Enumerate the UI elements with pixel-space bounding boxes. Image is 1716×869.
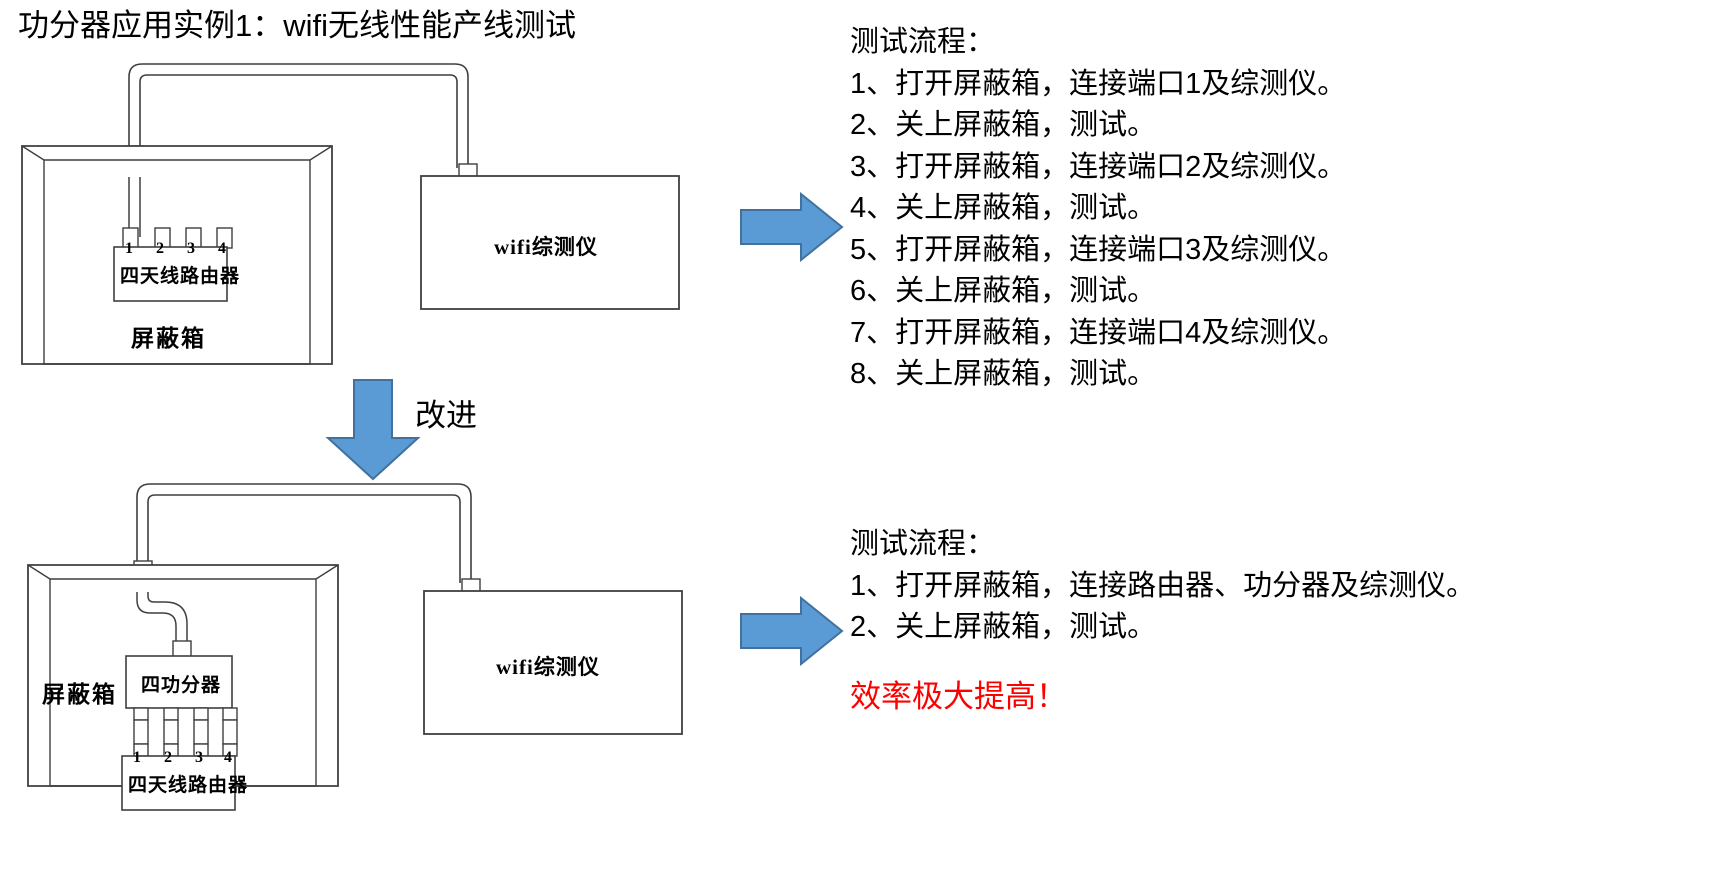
bottom-splitter-name: 四功分器 (141, 675, 222, 696)
improvement-label: 改进 (415, 398, 477, 433)
top-router-port-4: 4 (218, 240, 226, 257)
procedure-top-step-2: 2、关上屏蔽箱，测试。 (850, 109, 1157, 141)
procedure-top-heading: 测试流程： (850, 26, 996, 58)
procedure-top-step-6: 6、关上屏蔽箱，测试。 (850, 275, 1157, 307)
top-right-arrow (740, 192, 844, 262)
procedure-top-step-1: 1、打开屏蔽箱，连接端口1及综测仪。 (850, 67, 1347, 100)
bottom-shield-box-label: 屏蔽箱 (42, 682, 117, 707)
bottom-tester-label: wifi综测仪 (496, 655, 600, 679)
procedure-bottom-step-1: 1、打开屏蔽箱，连接路由器、功分器及综测仪。 (850, 569, 1476, 602)
bottom-router-name: 四天线路由器 (128, 775, 249, 796)
efficiency-note: 效率极大提高！ (850, 679, 1067, 714)
procedure-top: 测试流程： 1、打开屏蔽箱，连接端口1及综测仪。 2、关上屏蔽箱，测试。 3、打… (850, 22, 1346, 396)
procedure-top-step-3: 3、打开屏蔽箱，连接端口2及综测仪。 (850, 150, 1347, 183)
procedure-bottom-heading: 测试流程： (850, 528, 996, 560)
bottom-right-arrow (740, 596, 844, 666)
procedure-bottom: 测试流程： 1、打开屏蔽箱，连接路由器、功分器及综测仪。 2、关上屏蔽箱，测试。 (850, 524, 1475, 649)
bottom-router-port-3: 3 (195, 749, 203, 766)
top-router-port-1: 1 (125, 240, 133, 257)
top-router-port-2: 2 (156, 240, 164, 257)
top-tester-label: wifi综测仪 (494, 235, 598, 259)
procedure-top-step-8: 8、关上屏蔽箱，测试。 (850, 358, 1157, 390)
top-shield-box-label: 屏蔽箱 (131, 326, 206, 351)
procedure-top-step-7: 7、打开屏蔽箱，连接端口4及综测仪。 (850, 316, 1347, 349)
bottom-router-port-1: 1 (133, 749, 141, 766)
procedure-bottom-step-2: 2、关上屏蔽箱，测试。 (850, 611, 1157, 643)
procedure-top-step-4: 4、关上屏蔽箱，测试。 (850, 192, 1157, 224)
improvement-down-arrow (325, 379, 421, 481)
top-router-name: 四天线路由器 (120, 266, 241, 287)
page-title: 功分器应用实例1：wifi无线性能产线测试 (18, 8, 577, 43)
procedure-top-step-5: 5、打开屏蔽箱，连接端口3及综测仪。 (850, 233, 1347, 266)
bottom-router-port-2: 2 (164, 749, 172, 766)
top-router-port-3: 3 (187, 240, 195, 257)
bottom-router-port-4: 4 (224, 749, 232, 766)
